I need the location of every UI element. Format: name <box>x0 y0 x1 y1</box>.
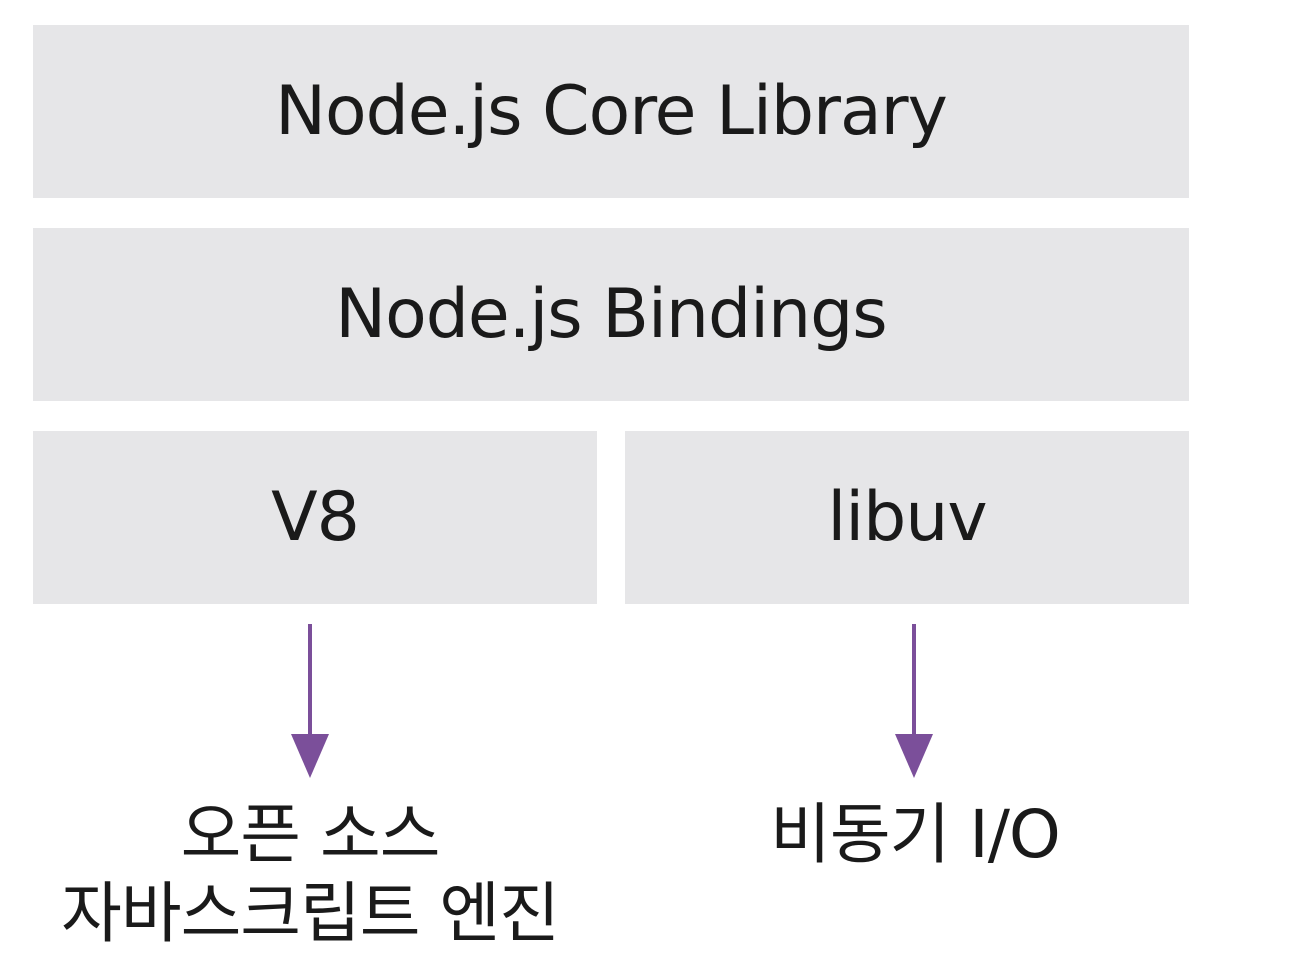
v8-layer: V8 <box>33 431 597 604</box>
core-library-layer: Node.js Core Library <box>33 25 1189 198</box>
v8-label: V8 <box>271 477 360 557</box>
bindings-label: Node.js Bindings <box>335 274 887 354</box>
v8-caption-line1: 오픈 소스 <box>180 796 441 873</box>
libuv-layer: libuv <box>625 431 1189 604</box>
libuv-caption-line1: 비동기 I/O <box>770 796 1061 873</box>
v8-caption: 오픈 소스 자바스크립트 엔진 <box>20 795 600 953</box>
libuv-label: libuv <box>827 477 987 557</box>
v8-arrow-icon <box>291 624 329 778</box>
v8-caption-line2: 자바스크립트 엔진 <box>61 875 560 953</box>
libuv-caption: 비동기 I/O <box>640 795 1190 874</box>
libuv-arrow-icon <box>895 624 933 778</box>
core-library-label: Node.js Core Library <box>275 71 948 151</box>
bindings-layer: Node.js Bindings <box>33 228 1189 401</box>
